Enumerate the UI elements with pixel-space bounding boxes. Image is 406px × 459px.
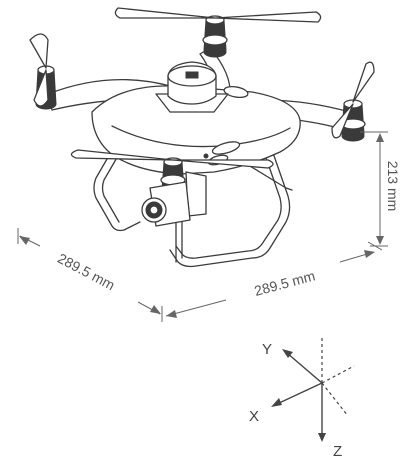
diagonal-right-dimension-label: 289.5 mm: [253, 267, 317, 299]
x-axis-line: [276, 382, 323, 405]
dimension-diagonal-left: 289.5 mm: [17, 228, 163, 322]
diagonal-left-dimension-label: 289.5 mm: [55, 250, 117, 293]
dimension-diagonal-right: 289.5 mm: [165, 241, 383, 318]
motor-rear-left: [202, 15, 228, 58]
coordinate-axes: Y X Z: [249, 336, 355, 459]
gps-module: [155, 61, 229, 113]
dashed-axis-right: [321, 365, 355, 384]
drone-illustration: [29, 7, 375, 268]
gimbal-camera: [141, 171, 207, 227]
dashed-axis-down: [321, 382, 349, 417]
y-axis-line: [286, 352, 323, 384]
x-axis-label: X: [249, 408, 259, 425]
propellers: [29, 7, 375, 169]
height-dimension-label: 213 mm: [385, 161, 401, 212]
z-axis-label: Z: [333, 443, 342, 459]
z-axis-arrow: [318, 433, 326, 442]
x-axis-arrow: [271, 398, 282, 407]
y-axis-label: Y: [262, 341, 272, 358]
y-axis-arrow: [282, 349, 293, 358]
dimension-height: 213 mm: [360, 131, 401, 247]
